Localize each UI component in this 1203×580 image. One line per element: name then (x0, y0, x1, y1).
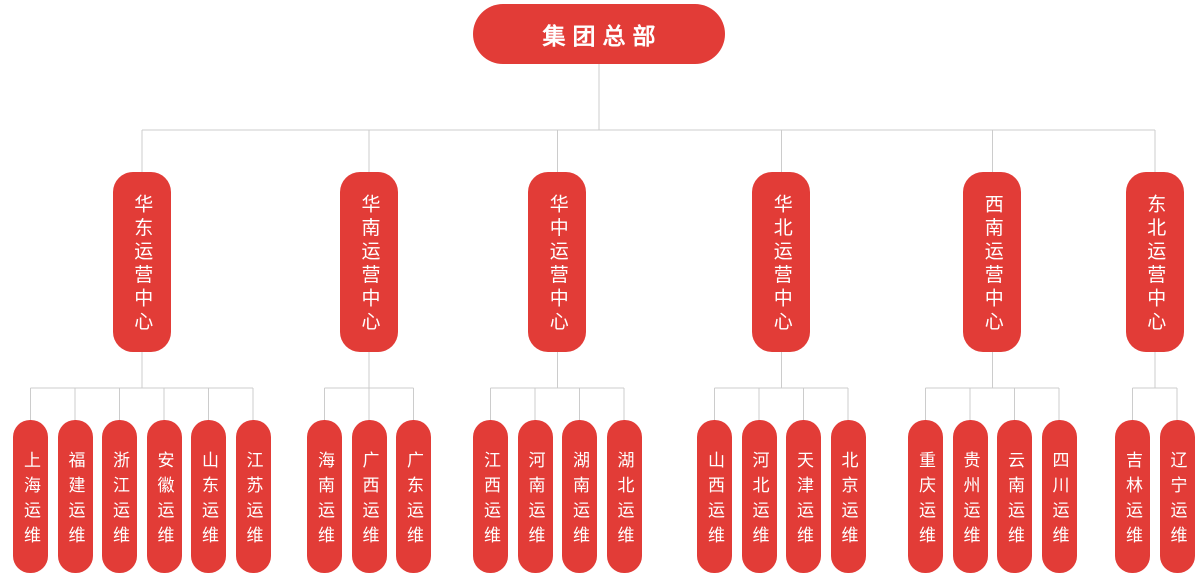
org-node-leaf-label: 河北运维 (749, 450, 769, 551)
org-node-leaf-label: 贵州运维 (960, 450, 980, 551)
org-node-leaf-2-2[interactable]: 广西运维 (351, 420, 387, 573)
org-node-leaf-label: 湖北运维 (614, 450, 634, 551)
org-node-leaf-label: 吉林运维 (1123, 450, 1142, 551)
org-node-leaf-label: 江西运维 (481, 450, 500, 551)
org-node-leaf-6-1[interactable]: 吉林运维 (1115, 420, 1150, 573)
org-node-leaf-label: 天津运维 (794, 450, 813, 551)
org-node-leaf-4-4[interactable]: 北京运维 (830, 420, 866, 573)
org-node-leaf-label: 广西运维 (359, 450, 379, 551)
org-node-leaf-label: 河南运维 (525, 450, 545, 551)
org-node-leaf-4-3[interactable]: 天津运维 (786, 420, 821, 573)
org-node-leaf-6-2[interactable]: 辽宁运维 (1159, 420, 1195, 573)
org-node-root[interactable]: 集团总部 (473, 4, 725, 64)
org-node-leaf-label: 安徽运维 (154, 450, 174, 551)
org-node-center-label: 华北运营中心 (770, 193, 792, 335)
org-node-leaf-1-2[interactable]: 福建运维 (57, 420, 93, 573)
org-node-center-1[interactable]: 华东运营中心 (112, 172, 171, 352)
org-node-center-label: 东北运营中心 (1144, 193, 1166, 335)
org-node-leaf-1-1[interactable]: 上海运维 (13, 420, 48, 573)
org-node-center-4[interactable]: 华北运营中心 (752, 172, 811, 352)
org-node-center-2[interactable]: 华南运营中心 (340, 172, 398, 352)
org-node-leaf-5-3[interactable]: 云南运维 (997, 420, 1032, 573)
org-node-leaf-label: 江苏运维 (243, 450, 263, 551)
org-node-leaf-3-1[interactable]: 江西运维 (473, 420, 508, 573)
org-node-leaf-label: 重庆运维 (916, 450, 935, 551)
org-node-center-label: 华中运营中心 (546, 193, 568, 335)
org-node-leaf-4-1[interactable]: 山西运维 (697, 420, 732, 573)
org-node-leaf-1-3[interactable]: 浙江运维 (102, 420, 137, 573)
org-node-center-label: 华南运营中心 (358, 193, 380, 335)
org-node-leaf-1-4[interactable]: 安徽运维 (146, 420, 182, 573)
org-node-leaf-label: 云南运维 (1005, 450, 1024, 551)
org-node-center-3[interactable]: 华中运营中心 (528, 172, 587, 352)
org-node-leaf-label: 北京运维 (838, 450, 858, 551)
org-node-leaf-label: 山西运维 (705, 450, 724, 551)
org-node-leaf-label: 浙江运维 (110, 450, 129, 551)
org-node-leaf-1-6[interactable]: 江苏运维 (235, 420, 271, 573)
org-node-center-6[interactable]: 东北运营中心 (1125, 172, 1184, 352)
org-node-leaf-5-4[interactable]: 四川运维 (1041, 420, 1077, 573)
org-node-leaf-3-2[interactable]: 河南运维 (517, 420, 553, 573)
org-node-leaf-label: 辽宁运维 (1167, 450, 1187, 551)
org-node-leaf-3-3[interactable]: 湖南运维 (562, 420, 597, 573)
org-node-leaf-5-2[interactable]: 贵州运维 (952, 420, 988, 573)
org-node-leaf-label: 湖南运维 (570, 450, 589, 551)
org-node-leaf-label: 四川运维 (1049, 450, 1069, 551)
org-node-leaf-1-5[interactable]: 山东运维 (191, 420, 226, 573)
org-node-leaf-4-2[interactable]: 河北运维 (741, 420, 777, 573)
org-node-center-label: 西南运营中心 (981, 193, 1003, 335)
org-node-leaf-label: 广东运维 (404, 450, 423, 551)
org-node-leaf-2-1[interactable]: 海南运维 (307, 420, 342, 573)
org-node-leaf-5-1[interactable]: 重庆运维 (908, 420, 943, 573)
org-node-leaf-label: 上海运维 (21, 450, 40, 551)
org-node-center-label: 华东运营中心 (131, 193, 153, 335)
org-node-leaf-2-3[interactable]: 广东运维 (396, 420, 431, 573)
org-node-center-5[interactable]: 西南运营中心 (963, 172, 1022, 352)
org-node-leaf-label: 海南运维 (315, 450, 334, 551)
org-node-leaf-label: 福建运维 (65, 450, 85, 551)
org-node-leaf-3-4[interactable]: 湖北运维 (606, 420, 642, 573)
org-node-leaf-label: 山东运维 (199, 450, 218, 551)
